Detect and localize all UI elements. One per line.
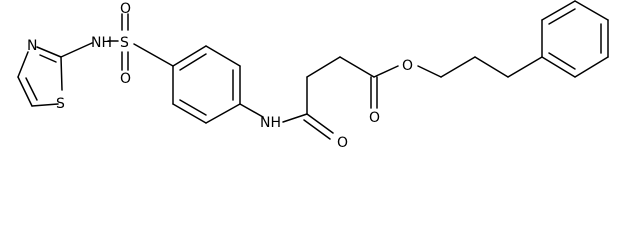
bond-ph-1 — [541, 56, 576, 78]
bond-ph-4 — [574, 0, 609, 21]
atom-ester-o-link: O — [402, 58, 413, 74]
atom-ester-o-carbonyl: O — [369, 110, 380, 126]
bond-ph-inner-3 — [548, 8, 576, 25]
atom-thiazole-n: N — [27, 38, 37, 54]
bond-bz-nh — [239, 103, 264, 118]
bond-n3-c2-inner — [39, 54, 57, 63]
atom-sulfonyl-o-top: O — [120, 1, 131, 17]
molecule-diagram: N S NH S O O NH O O O — [17, 0, 609, 151]
atom-sulfonyl-s: S — [120, 35, 129, 51]
bond-bz-1 — [172, 45, 207, 67]
molecule-canvas: N S NH S O O NH O O O — [17, 0, 609, 151]
bond-s-benzene — [133, 43, 174, 67]
bond-bz-2 — [205, 45, 241, 67]
atom-amine-nh: NH — [91, 35, 112, 51]
bond-chain-3 — [339, 56, 375, 78]
atom-sulfonyl-o-bottom: O — [120, 71, 131, 87]
bond-bz-4 — [205, 103, 241, 124]
bond-c4-n3 — [17, 51, 29, 78]
atom-amide-o: O — [337, 135, 348, 151]
bond-ph-inner-1 — [548, 52, 576, 70]
benzene-ring-right — [541, 0, 609, 78]
bond-ph-2 — [574, 56, 609, 78]
bond-propyl-2 — [474, 56, 509, 78]
bond-c5-c4-inner — [25, 77, 38, 101]
bond-propyl-3 — [507, 56, 543, 78]
bond-c2-nh — [60, 42, 93, 58]
bond-nh-carbonyl — [282, 113, 308, 123]
bond-ester-c-o — [373, 65, 399, 78]
bond-o-ch2 — [417, 65, 442, 78]
bond-ph-5 — [541, 0, 576, 21]
bond-bz-inner-1 — [179, 53, 207, 71]
bond-s1-c5 — [31, 103, 59, 107]
thiazole-ring — [17, 46, 63, 107]
bond-amide-co-b — [303, 119, 331, 140]
bond-propyl-1 — [440, 56, 476, 78]
atom-amide-nh: NH — [260, 115, 281, 131]
bond-amide-co-a — [306, 113, 334, 134]
bond-n3-c2 — [36, 46, 62, 58]
bond-c2-s1 — [60, 56, 63, 91]
bond-bz-5 — [172, 103, 207, 124]
bond-bz-inner-3 — [179, 99, 207, 116]
bond-c5-c4 — [17, 76, 33, 107]
benzene-ring-left — [172, 45, 241, 124]
bond-chain-2 — [306, 56, 341, 78]
atom-thiazole-s: S — [56, 96, 65, 112]
